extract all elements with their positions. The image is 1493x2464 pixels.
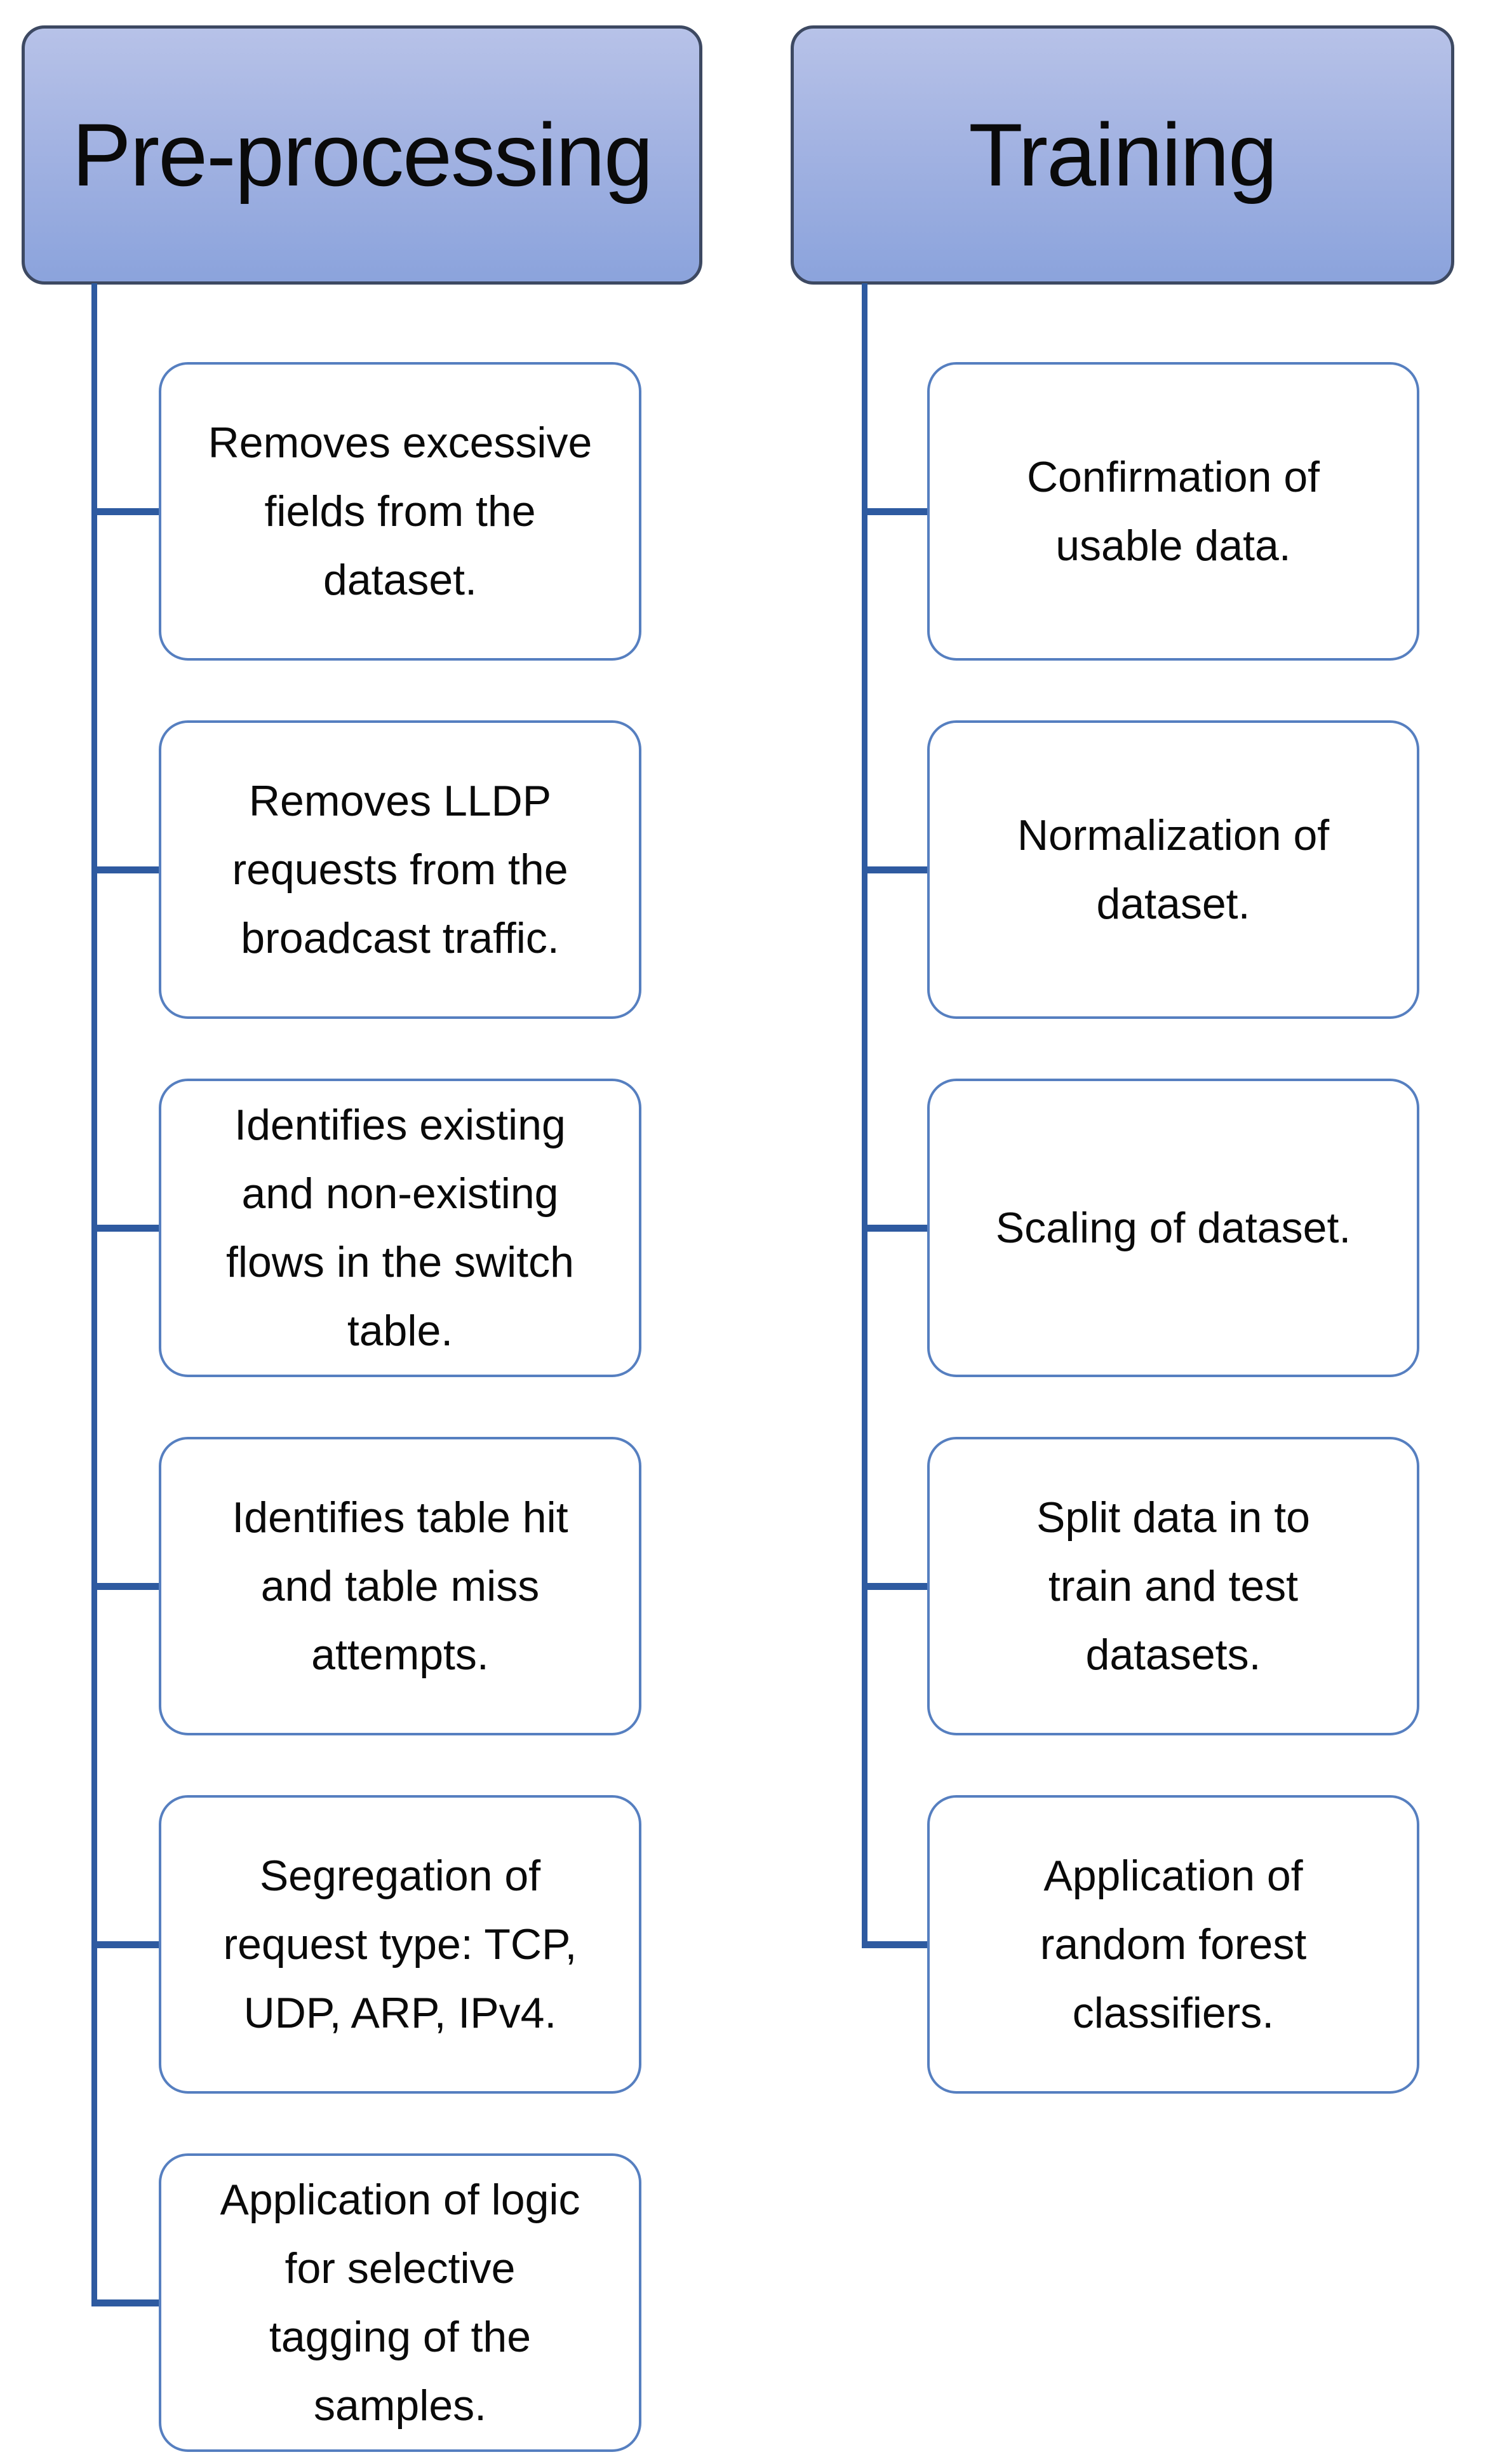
header-training: Training	[791, 25, 1454, 285]
connector-stub	[862, 1583, 931, 1590]
node-training-3: Scaling of dataset.	[927, 1079, 1419, 1377]
node-text: Identifies table hit and table miss atte…	[232, 1493, 568, 1679]
node-training-5: Application of random forest classifiers…	[927, 1795, 1419, 2094]
node-text: Application of random forest classifiers…	[1040, 1852, 1307, 2037]
node-text: Split data in to train and test datasets…	[1036, 1493, 1310, 1679]
node-text: Scaling of dataset.	[995, 1204, 1351, 1252]
node-preprocessing-2: Removes LLDP requests from the broadcast…	[159, 720, 641, 1019]
header-label: Training	[968, 105, 1278, 205]
connector-stub	[91, 1583, 163, 1590]
node-text: Segregation of request type: TCP, UDP, A…	[223, 1852, 577, 2037]
node-preprocessing-3: Identifies existing and non-existing flo…	[159, 1079, 641, 1377]
connector-stub	[91, 866, 163, 873]
connector-stub	[91, 1941, 163, 1948]
node-text: Removes LLDP requests from the broadcast…	[232, 777, 568, 962]
connector-stem-left	[91, 283, 97, 2306]
connector-stem-right	[862, 283, 867, 1948]
node-preprocessing-1: Removes excessive fields from the datase…	[159, 362, 641, 661]
node-text: Confirmation of usable data.	[1026, 453, 1320, 570]
node-text: Removes excessive fields from the datase…	[208, 419, 593, 604]
connector-stub	[862, 1225, 931, 1232]
header-pre-processing: Pre-processing	[22, 25, 702, 285]
header-label: Pre-processing	[72, 105, 653, 205]
connector-stub	[862, 508, 931, 515]
connector-stub	[862, 1941, 931, 1948]
node-text: Application of logic for selective taggi…	[220, 2176, 580, 2430]
node-text: Normalization of dataset.	[1017, 811, 1330, 928]
connector-stub	[91, 508, 163, 515]
node-training-4: Split data in to train and test datasets…	[927, 1437, 1419, 1735]
connector-stub	[91, 1225, 163, 1232]
node-training-2: Normalization of dataset.	[927, 720, 1419, 1019]
node-preprocessing-5: Segregation of request type: TCP, UDP, A…	[159, 1795, 641, 2094]
connector-stub	[91, 2299, 163, 2306]
node-preprocessing-4: Identifies table hit and table miss atte…	[159, 1437, 641, 1735]
connector-stub	[862, 866, 931, 873]
node-text: Identifies existing and non-existing flo…	[226, 1101, 574, 1355]
node-preprocessing-6: Application of logic for selective taggi…	[159, 2153, 641, 2452]
node-training-1: Confirmation of usable data.	[927, 362, 1419, 661]
